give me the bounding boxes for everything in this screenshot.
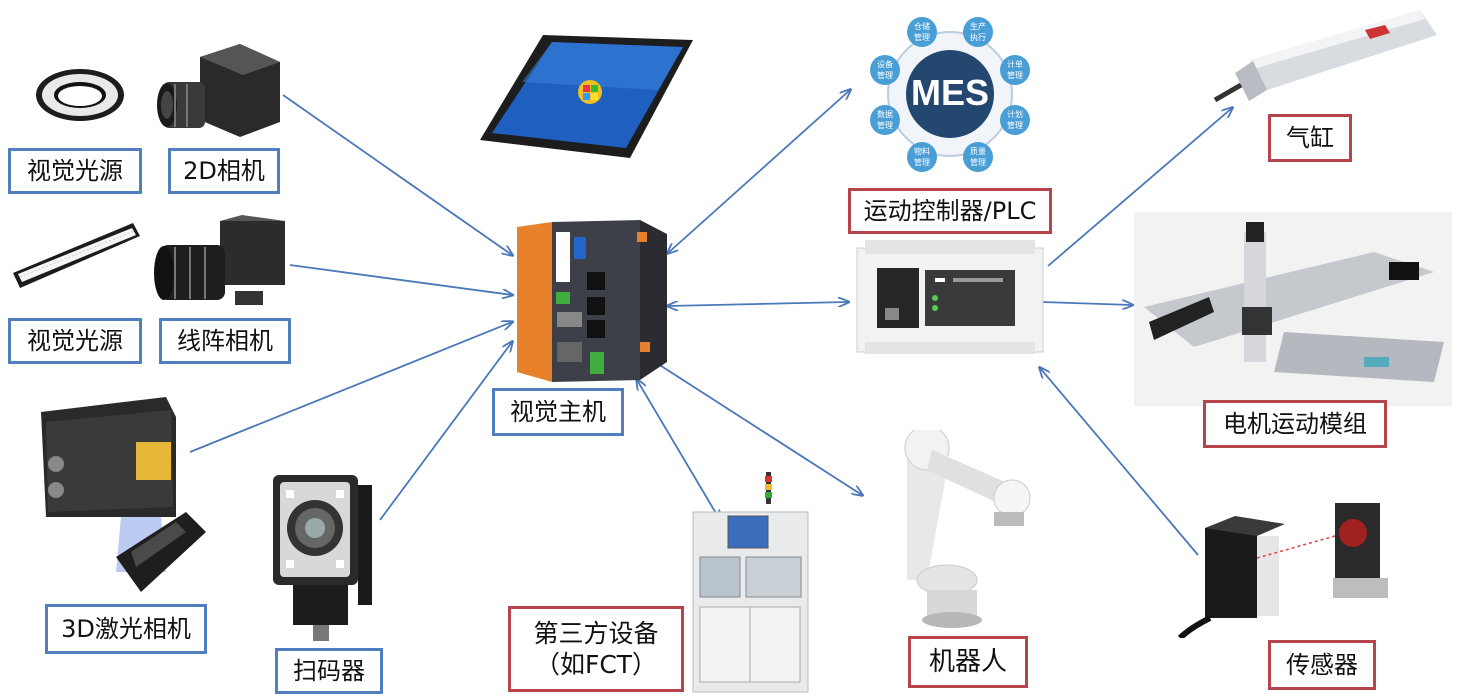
label-cylinder: 气缸	[1268, 114, 1352, 162]
plc-controller-icon	[856, 240, 1044, 354]
3d-laser-camera-icon	[41, 397, 206, 592]
label-robot: 机器人	[908, 636, 1028, 688]
mes-module-label: 数据 管理	[877, 110, 893, 130]
mes-gear-icon	[870, 17, 1030, 172]
bar-light-icon	[13, 223, 140, 288]
touch-monitor-icon	[480, 35, 693, 158]
mes-module-labels: 仓储 管理 生产 执行计单 管理计划 管理质量 管理 物料 管理 数据 管理 设备 管理	[860, 12, 1040, 172]
arrow-3d-camera-to-host	[189, 322, 512, 453]
label-vision-host: 视觉主机	[492, 388, 624, 436]
label-third-party-equipment: 第三方设备 （如FCT）	[508, 606, 684, 692]
mes-module-label: 计单 管理	[1007, 60, 1023, 80]
label-2d-camera: 2D相机	[168, 148, 280, 194]
ring-light-icon	[36, 69, 124, 121]
mes-title: MES	[910, 72, 989, 113]
photoelectric-sensor-icon	[1177, 503, 1388, 638]
label-motion-controller-plc: 运动控制器/PLC	[848, 188, 1052, 234]
mes-module-label: 仓储 管理	[914, 22, 930, 42]
arrow-scanner-to-host	[379, 342, 512, 521]
arrow-sensor-to-plc	[1040, 368, 1199, 556]
arrow-host-plc	[668, 302, 848, 306]
label-vision-light-1: 视觉光源	[8, 148, 142, 194]
label-code-scanner: 扫码器	[275, 648, 383, 694]
arrow-plc-to-module	[1041, 302, 1132, 305]
line-scan-camera-icon	[154, 215, 285, 305]
label-third-party-line2: （如FCT）	[534, 650, 658, 679]
mes-module-label: 物料 管理	[914, 147, 930, 167]
motion-module-icon	[1134, 212, 1452, 406]
label-third-party-line1: 第三方设备	[533, 618, 659, 648]
pneumatic-cylinder-icon	[1213, 10, 1437, 103]
label-sensor: 传感器	[1268, 640, 1376, 690]
mes-module-label: 生产 执行	[970, 22, 986, 42]
robot-arm-icon	[904, 430, 1031, 628]
arrow-host-third-party	[637, 380, 720, 520]
mes-module-label: 设备 管理	[877, 60, 893, 80]
code-scanner-icon	[273, 475, 372, 641]
arrow-host-mes	[668, 90, 850, 253]
arrow-2d-camera-to-host	[282, 94, 512, 255]
arrow-line-camera-to-host	[289, 264, 512, 295]
2d-camera-icon	[157, 44, 280, 137]
arrow-plc-to-cylinder	[1047, 108, 1232, 267]
mes-module-label: 质量 管理	[970, 147, 986, 167]
label-vision-light-2: 视觉光源	[8, 318, 142, 364]
third-party-equipment-icon	[692, 472, 809, 693]
label-3d-laser-camera: 3D激光相机	[45, 604, 207, 654]
vision-host-pc-icon	[517, 220, 667, 382]
arrow-host-robot	[654, 361, 862, 495]
label-line-camera: 线阵相机	[159, 318, 291, 364]
mes-module-label: 计划 管理	[1007, 110, 1023, 130]
label-motor-motion-module: 电机运动模组	[1203, 400, 1387, 448]
mes-diagram: MES	[860, 12, 1040, 172]
